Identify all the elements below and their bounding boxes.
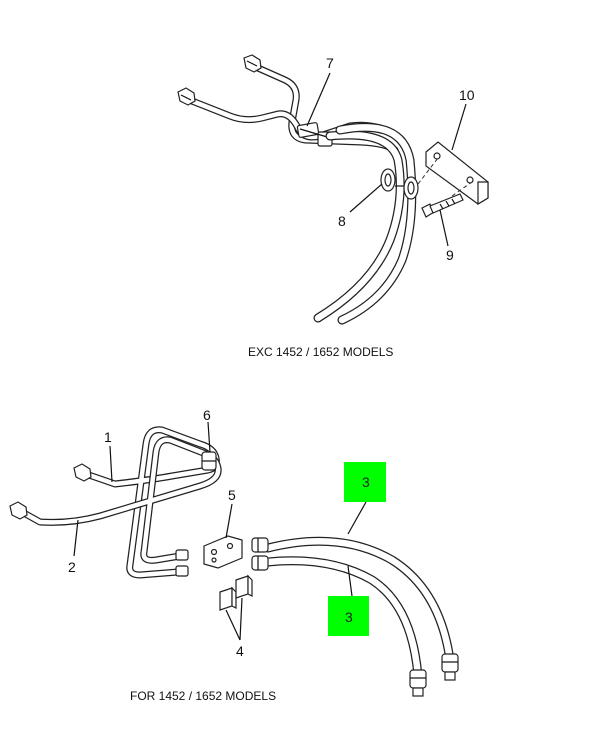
callout-8: 8	[338, 213, 346, 229]
caption-bottom: FOR 1452 / 1652 MODELS	[130, 689, 276, 703]
tube-2	[18, 436, 222, 564]
clip-6	[201, 451, 217, 471]
hose-fitting-right-a	[441, 653, 459, 681]
callout-9: 9	[446, 247, 454, 263]
hose-fitting-left-b	[251, 555, 269, 571]
callout-3-upper: 3	[362, 474, 370, 490]
callout-7: 7	[326, 55, 334, 71]
fitting-end-a	[175, 549, 189, 561]
hose-3	[263, 536, 455, 681]
highlight-box-3-lower[interactable]	[328, 596, 369, 636]
callout-4: 4	[236, 643, 244, 659]
bolt-9	[421, 193, 464, 218]
clip-4a	[219, 586, 237, 611]
bracket-10	[425, 141, 489, 206]
clip-4b	[235, 574, 253, 599]
fitting-end-b	[175, 565, 189, 577]
hose-fitting-right-b	[409, 669, 427, 697]
top-hoses	[313, 122, 417, 325]
bottom-assembly: 1 2 3 3 4 5 6 FOR 1452 / 1652 MODELS	[9, 407, 459, 703]
callout-6: 6	[203, 407, 211, 423]
top-assembly: 7 10 8 9 EXC 1452 / 1652 MODELS	[177, 54, 489, 359]
clamp-8b	[403, 176, 419, 200]
fitting-tube-1	[73, 463, 92, 482]
caption-top: EXC 1452 / 1652 MODELS	[248, 345, 393, 359]
callout-5: 5	[228, 487, 236, 503]
fitting-upper	[243, 54, 262, 73]
callout-1: 1	[104, 429, 112, 445]
callout-10: 10	[459, 87, 475, 103]
fitting-tube-2	[9, 501, 28, 520]
fitting-lower	[177, 87, 196, 106]
clamp-8a	[380, 168, 396, 192]
highlight-box-3-upper[interactable]	[344, 462, 386, 502]
hose-fitting-left-a	[251, 537, 269, 553]
callout-3-lower: 3	[345, 609, 353, 625]
callout-2: 2	[68, 559, 76, 575]
bracket-5	[203, 535, 243, 569]
